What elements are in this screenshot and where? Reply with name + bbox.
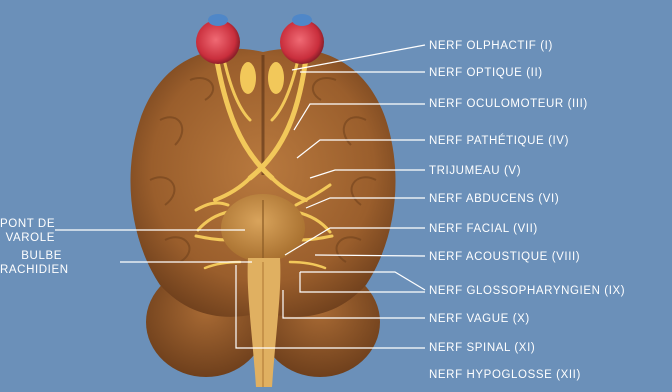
label-oculomotor-nerve: NERF OCULOMOTEUR (III) xyxy=(429,97,588,111)
label-abducens-nerve: NERF ABDUCENS (VI) xyxy=(429,192,559,206)
label-glossopharyngeal-nerve: NERF GLOSSOPHARYNGIEN (IX) xyxy=(429,284,625,298)
label-trigeminal-nerve: TRIJUMEAU (V) xyxy=(429,164,521,178)
label-acoustic-nerve: NERF ACOUSTIQUE (VIII) xyxy=(429,250,580,264)
label-medulla: BULBE RACHIDIEN xyxy=(0,249,62,277)
label-pons: PONT DE VAROLE xyxy=(0,217,55,245)
label-medulla-line2: RACHIDIEN xyxy=(0,263,62,277)
label-olfactory-nerve: NERF OLPHACTIF (I) xyxy=(429,39,553,53)
label-hypoglossal-nerve: NERF HYPOGLOSSE (XII) xyxy=(429,368,581,382)
label-pons-line1: PONT DE xyxy=(0,217,55,231)
label-facial-nerve: NERF FACIAL (VII) xyxy=(429,222,538,236)
label-optic-nerve: NERF OPTIQUE (II) xyxy=(429,66,543,80)
medulla xyxy=(248,258,281,387)
label-pons-line2: VAROLE xyxy=(0,231,55,245)
label-vagus-nerve: NERF VAGUE (X) xyxy=(429,312,530,326)
label-medulla-line1: BULBE xyxy=(0,249,62,263)
label-spinal-nerve: NERF SPINAL (XI) xyxy=(429,341,535,355)
label-trochlear-nerve: NERF PATHÉTIQUE (IV) xyxy=(429,134,569,148)
